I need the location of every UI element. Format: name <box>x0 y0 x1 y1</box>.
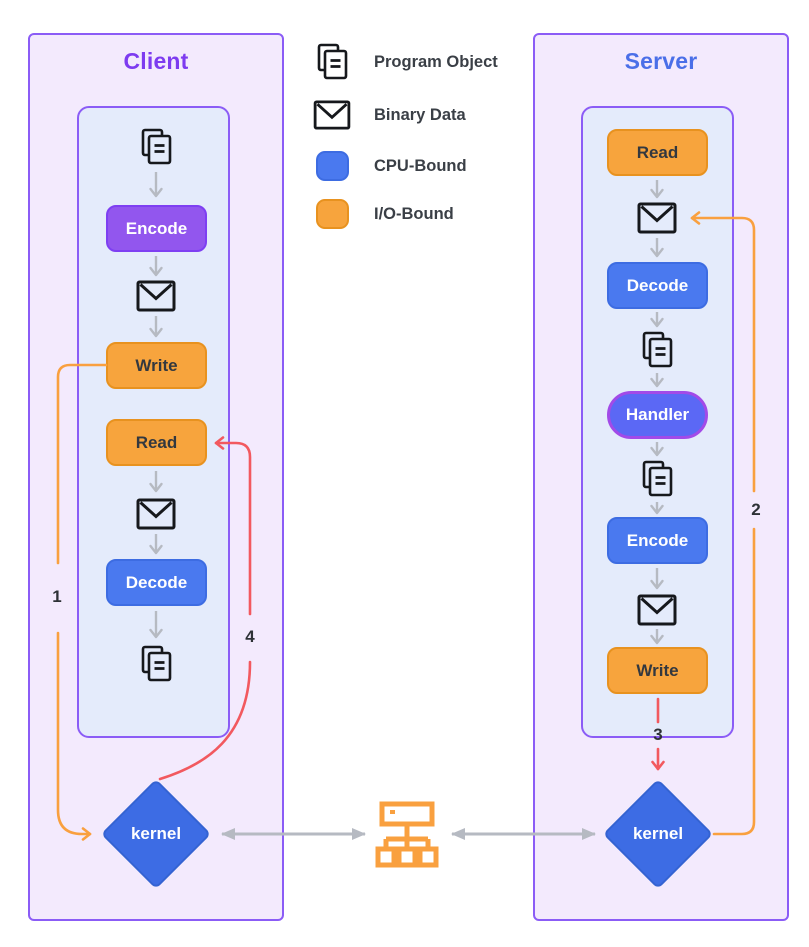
legend-label-cpu-bound: CPU-Bound <box>374 156 467 175</box>
cpu-bound-swatch-icon <box>315 151 349 181</box>
client-encode-node: Encode <box>106 205 207 252</box>
network-icon <box>375 801 439 868</box>
server-read-node: Read <box>607 129 708 176</box>
server-panel-title: Server <box>624 48 698 74</box>
io-bound-swatch-icon <box>315 199 349 229</box>
legend-label-binary-data: Binary Data <box>374 105 466 124</box>
server-decode-label: Decode <box>626 275 689 295</box>
server-handler-node: Handler <box>607 391 708 439</box>
binary-data-icon <box>136 498 176 530</box>
legend-label-program-object: Program Object <box>374 52 498 71</box>
legend-item-program-object: Program Object <box>312 42 498 82</box>
binary-data-icon <box>136 280 176 312</box>
binary-data-icon <box>637 594 677 626</box>
legend-label-io-bound: I/O-Bound <box>374 204 454 223</box>
client-encode-label: Encode <box>125 218 188 238</box>
binary-data-icon <box>313 100 351 130</box>
step-number-1: 1 <box>52 587 62 606</box>
client-panel-title: Client <box>123 48 189 74</box>
client-kernel-node: kernel <box>100 778 212 890</box>
client-read-node: Read <box>106 419 207 466</box>
server-encode-label: Encode <box>626 530 689 550</box>
program-object-icon <box>141 645 172 682</box>
server-encode-node: Encode <box>607 517 708 564</box>
server-kernel-node: kernel <box>602 778 714 890</box>
legend-item-cpu-bound: CPU-Bound <box>312 151 467 181</box>
step-number-2: 2 <box>751 500 761 519</box>
client-kernel-label: kernel <box>130 824 182 843</box>
client-read-label: Read <box>135 432 178 452</box>
server-read-label: Read <box>636 142 679 162</box>
legend-item-binary-data: Binary Data <box>312 100 466 130</box>
server-decode-node: Decode <box>607 262 708 309</box>
program-object-icon <box>642 331 673 368</box>
client-write-label: Write <box>135 355 178 375</box>
binary-data-icon <box>637 202 677 234</box>
client-decode-label: Decode <box>125 572 188 592</box>
server-write-label: Write <box>636 660 679 680</box>
legend-item-io-bound: I/O-Bound <box>312 199 454 229</box>
program-object-icon <box>317 43 348 80</box>
server-write-node: Write <box>607 647 708 694</box>
step-number-3: 3 <box>653 725 663 744</box>
program-object-icon <box>141 128 172 165</box>
step-number-4: 4 <box>245 627 255 646</box>
server-kernel-label: kernel <box>632 824 684 843</box>
program-object-icon <box>642 460 673 497</box>
server-handler-label: Handler <box>625 405 690 424</box>
client-write-node: Write <box>106 342 207 389</box>
client-decode-node: Decode <box>106 559 207 606</box>
